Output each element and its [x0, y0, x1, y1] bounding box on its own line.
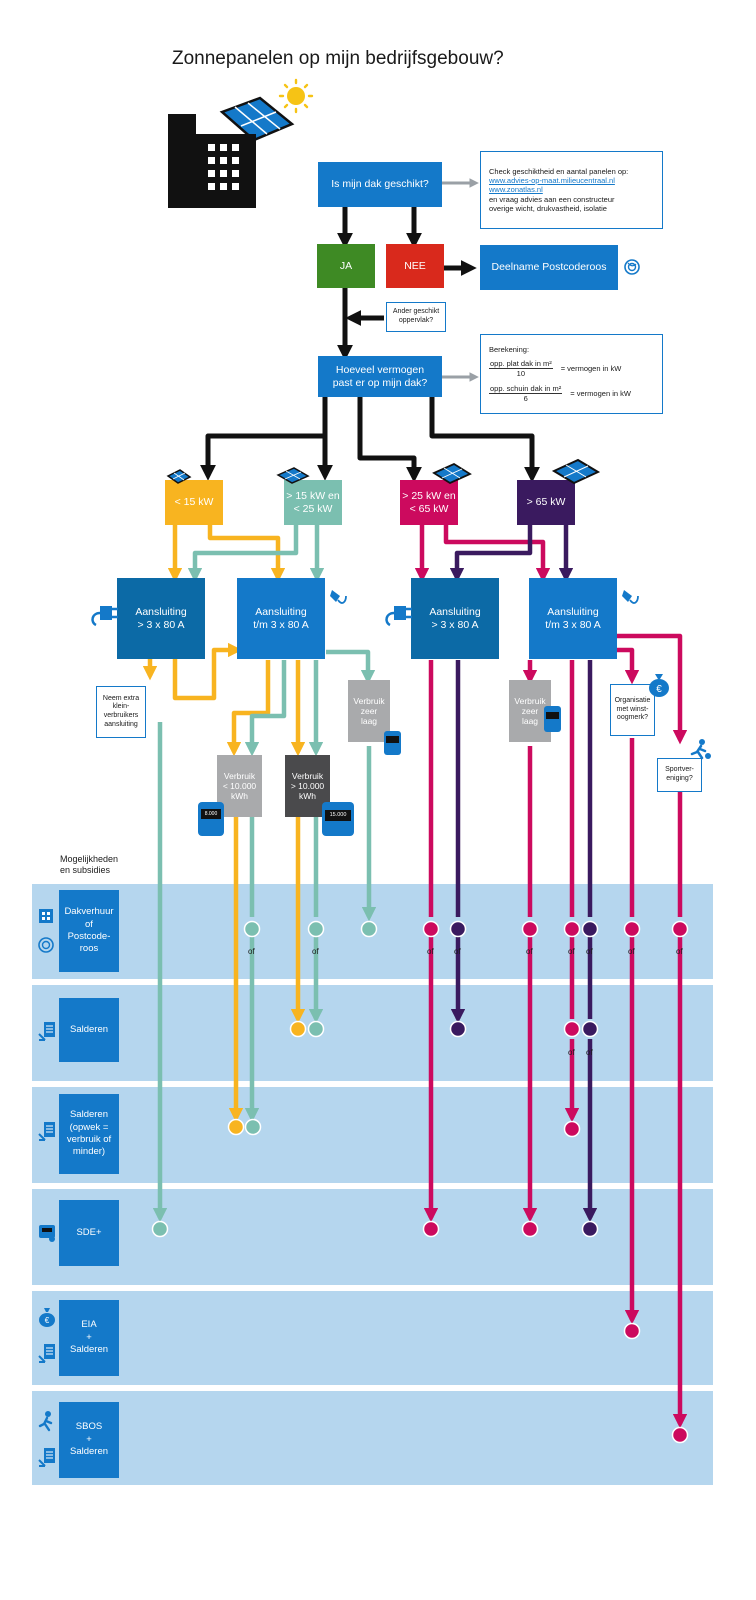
runner-icon [690, 739, 711, 760]
other-surface-label: Ander geschikt oppervlak? [392, 308, 440, 324]
building-icon [39, 909, 53, 923]
sports-club-label: Sportver- eniging? [665, 766, 694, 782]
sports-club-box: Sportver- eniging? [657, 758, 702, 792]
or-label: of [427, 947, 434, 956]
extra-connection-label: Neem extra klein- verbruikers aansluitin… [102, 694, 140, 728]
band-salderen-opwek [32, 1087, 713, 1183]
possibilities-heading: Mogelijkheden en subsidies [60, 854, 119, 876]
runner-icon [38, 1411, 53, 1432]
category-gt-65: > 65 kW [517, 480, 575, 525]
info-intro: Check geschiktheid en aantal panelen op: [489, 166, 629, 176]
rose-icon [624, 259, 640, 275]
money-bag-icon: € [39, 1308, 55, 1327]
link-advies-op-maat[interactable]: www.advies-op-maat.milieucentraal.nl [489, 175, 615, 185]
calc-sloped-numerator: opp. schuin dak in m² [489, 383, 563, 395]
or-label: of [454, 947, 461, 956]
connection-small-1: Aansluiting t/m 3 x 80 A [237, 578, 325, 659]
calc-flat-numerator: opp. plat dak in m² [489, 358, 553, 370]
profit-organisation-label: Organisatie met winst- oogmerk? [614, 696, 651, 722]
connection-large-2: Aansluiting > 3 x 80 A [411, 578, 499, 659]
meter-icon [384, 731, 401, 755]
sun-icon [278, 78, 314, 114]
money-bag-icon: € [649, 674, 669, 697]
solar-panel-icon [166, 469, 192, 484]
question-roof-suitable: Is mijn dak geschikt? [318, 162, 442, 207]
solar-panel-icon [552, 458, 600, 484]
meter-card-icon [39, 1225, 55, 1242]
band-salderen [32, 985, 713, 1081]
option-salderen: Salderen [59, 998, 119, 1062]
category-lt-15: < 15 kW [165, 480, 223, 525]
link-zonatlas[interactable]: www.zonatlas.nl [489, 185, 543, 195]
plug-icon [385, 606, 412, 627]
plug-icon [622, 590, 639, 604]
or-label: of [568, 1048, 575, 1057]
meter-icon [544, 706, 561, 732]
info-check-suitability: Check geschiktheid en aantal panelen op:… [480, 151, 663, 229]
info-rest: en vraag advies aan een constructeur ove… [489, 194, 615, 214]
other-surface-box: Ander geschikt oppervlak? [386, 302, 446, 332]
category-25-65: > 25 kW en < 65 kW [400, 480, 458, 525]
invoice-icon [38, 1022, 55, 1041]
band-sde [32, 1189, 713, 1285]
option-eia: EIA + Salderen [59, 1300, 119, 1376]
or-label: of [586, 1048, 593, 1057]
usage-lt-10000: Verbruik < 10.000 kWh [217, 755, 262, 817]
or-label: of [248, 947, 255, 956]
solar-panel-icon [219, 96, 295, 149]
option-dakverhuur: Dakverhuur of Postcode- roos [59, 890, 119, 972]
meter-small-reading: 8.000 [201, 809, 221, 819]
or-label: of [586, 947, 593, 956]
or-label: of [628, 947, 635, 956]
or-label: of [526, 947, 533, 956]
meter-big-icon: 15.000 [322, 802, 354, 836]
answer-nee: NEE [386, 244, 444, 288]
category-15-25: > 15 kW en < 25 kW [284, 480, 342, 525]
svg-text:€: € [45, 1316, 50, 1325]
extra-connection-box: Neem extra klein- verbruikers aansluitin… [96, 686, 146, 738]
usage-very-low: Verbruik zeer laag [348, 680, 390, 742]
band-eia [32, 1291, 713, 1385]
invoice-icon [38, 1122, 55, 1141]
calc-sloped-denominator: 6 [523, 394, 528, 404]
calc-sloped-result: = vermogen in kW [570, 388, 631, 398]
page-title: Zonnepanelen op mijn bedrijfsgebouw? [172, 48, 504, 69]
postcoderoos-box: Deelname Postcoderoos [480, 245, 618, 290]
meter-big-reading: 15.000 [325, 810, 351, 821]
invoice-icon [38, 1448, 55, 1467]
calculation-box: Berekening: opp. plat dak in m² 10 = ver… [480, 334, 663, 414]
invoice-icon [38, 1344, 55, 1363]
building-solar-icon [168, 78, 314, 208]
or-label: of [312, 947, 319, 956]
svg-text:€: € [656, 684, 662, 695]
meter-small-icon: 8.000 [198, 802, 224, 836]
profit-organisation-box: Organisatie met winst- oogmerk? [610, 684, 655, 736]
calc-flat-result: = vermogen in kW [560, 364, 622, 374]
calc-sloped-roof: opp. schuin dak in m² 6 = vermogen in kW [489, 384, 654, 404]
usage-gt-10000: Verbruik > 10.000 kWh [285, 755, 330, 817]
connection-large-1: Aansluiting > 3 x 80 A [117, 578, 205, 659]
solar-panel-icon [432, 462, 472, 484]
solar-panel-icon [276, 467, 310, 484]
rose-icon [38, 937, 54, 953]
answer-ja: JA [317, 244, 375, 288]
option-salderen-opwek: Salderen (opwek = verbruik of minder) [59, 1094, 119, 1174]
connection-small-2: Aansluiting t/m 3 x 80 A [529, 578, 617, 659]
calc-title: Berekening: [489, 344, 530, 354]
plug-icon [91, 606, 118, 627]
calc-flat-roof: opp. plat dak in m² 10 = vermogen in kW [489, 359, 654, 379]
option-sbos: SBOS + Salderen [59, 1402, 119, 1478]
option-sde: SDE+ [59, 1200, 119, 1266]
plug-icon [330, 590, 347, 604]
or-label: of [676, 947, 683, 956]
calc-flat-denominator: 10 [516, 369, 526, 379]
question-capacity: Hoeveel vermogen past er op mijn dak? [318, 356, 442, 397]
band-sbos [32, 1391, 713, 1485]
band-dakverhuur [32, 884, 713, 979]
or-label: of [568, 947, 575, 956]
